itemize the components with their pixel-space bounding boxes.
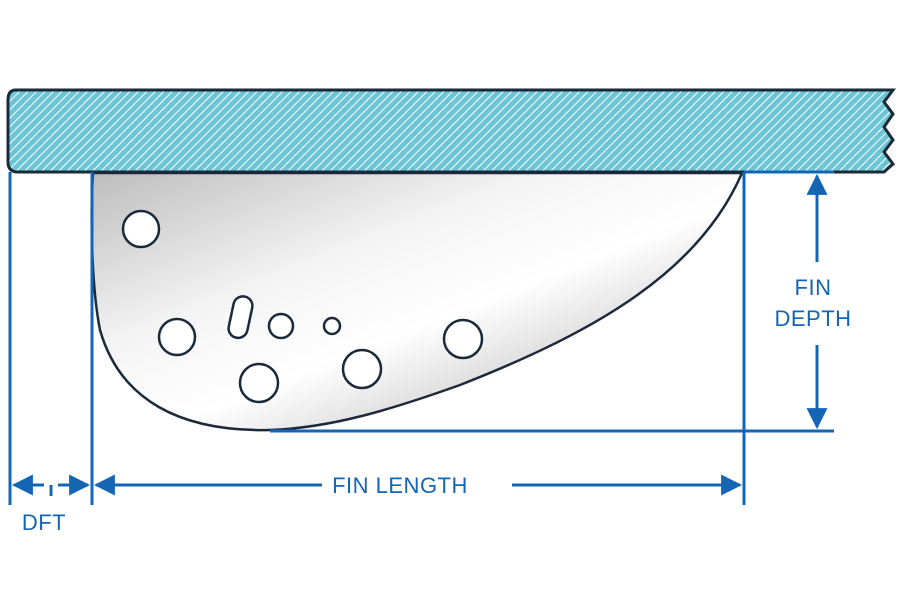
fin-length-label: FIN LENGTH (332, 473, 468, 498)
fin-hole (341, 348, 383, 390)
fin-hole (121, 209, 161, 249)
fin-hole (157, 317, 197, 357)
fin-depth-label-line2: DEPTH (774, 306, 851, 331)
fin-hole (238, 362, 280, 404)
fin-hole (322, 316, 342, 336)
dft-label: DFT (22, 510, 66, 535)
fin-hole (267, 312, 295, 340)
dimension-lines (8, 170, 834, 505)
fin-holes (121, 209, 484, 404)
board-cross-section (6, 88, 896, 174)
dft-dimension (11, 474, 91, 496)
fin-depth-label-line1: FIN (795, 275, 832, 300)
fin-slot-hole (227, 295, 254, 340)
fin-hole (442, 318, 484, 360)
fin-body (90, 171, 744, 432)
